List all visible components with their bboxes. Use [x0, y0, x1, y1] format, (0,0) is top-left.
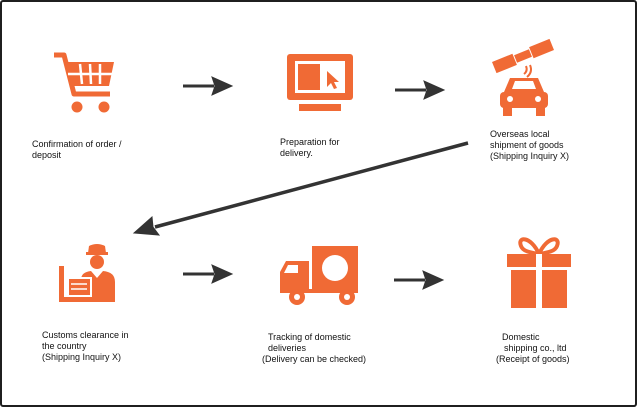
gift-box-icon — [505, 232, 573, 310]
step-caption-customs: Customs clearance in the country (Shippi… — [42, 330, 129, 362]
arrow-right-4 — [394, 270, 445, 290]
customs-officer-icon — [57, 242, 125, 304]
arrow-diagonal — [132, 141, 469, 236]
step-caption-overseas: Overseas local shipment of goods (Shippi… — [490, 129, 570, 161]
step-caption-order: Confirmation of order / deposit — [32, 139, 122, 160]
monitor-cursor-icon — [285, 52, 355, 114]
delivery-truck-icon — [278, 244, 360, 306]
step-caption-prep: Preparation for delivery. — [280, 137, 340, 158]
arrow-right-3 — [183, 264, 234, 284]
step-caption-domestic: Domestic shipping co., ltd (Receipt of g… — [496, 332, 570, 364]
shopping-cart-icon — [52, 50, 118, 116]
arrow-right-1 — [183, 76, 234, 96]
arrow-right-2 — [395, 80, 446, 100]
satellite-car-icon — [490, 36, 556, 118]
step-caption-tracking: Tracking of domestic deliveries (Deliver… — [262, 332, 367, 364]
